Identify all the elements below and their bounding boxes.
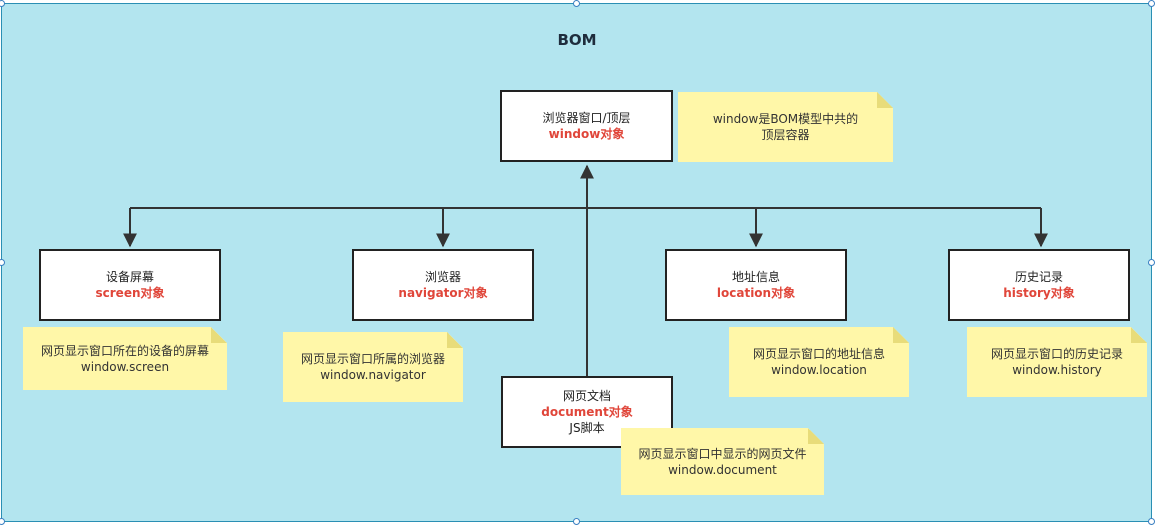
document-note-line1: 网页显示窗口中显示的网页文件 bbox=[638, 446, 807, 461]
resize-handle-top-left[interactable] bbox=[0, 0, 5, 7]
window-box-label: 浏览器窗口/顶层 bbox=[542, 111, 631, 125]
window-object-box[interactable]: 浏览器窗口/顶层 window对象 bbox=[500, 90, 673, 162]
history-note-line1: 网页显示窗口的历史记录 bbox=[990, 347, 1123, 361]
location-note[interactable]: 网页显示窗口的地址信息 window.location bbox=[729, 327, 909, 397]
navigator-note-line1: 网页显示窗口所属的浏览器 bbox=[300, 352, 445, 366]
resize-handle-middle-left[interactable] bbox=[0, 259, 5, 266]
document-box-name: document对象 bbox=[541, 405, 633, 419]
screen-object-box[interactable]: 设备屏幕 screen对象 bbox=[39, 249, 221, 321]
window-note[interactable]: window是BOM模型中共的 顶层容器 bbox=[678, 92, 893, 162]
screen-box-name: screen对象 bbox=[95, 286, 165, 300]
screen-note-line2: window.screen bbox=[80, 359, 170, 374]
document-object-box[interactable]: 网页文档 document对象 JS脚本 bbox=[501, 376, 673, 448]
history-box-name: history对象 bbox=[1003, 286, 1075, 300]
diagram-title: BOM bbox=[557, 31, 597, 49]
navigator-box-name: navigator对象 bbox=[398, 286, 488, 300]
screen-note-line1: 网页显示窗口所在的设备的屏幕 bbox=[40, 343, 209, 358]
document-box-sublabel: JS脚本 bbox=[569, 421, 605, 435]
window-note-line1: window是BOM模型中共的 bbox=[712, 112, 859, 126]
location-object-box[interactable]: 地址信息 location对象 bbox=[665, 249, 847, 321]
screen-note[interactable]: 网页显示窗口所在的设备的屏幕 window.screen bbox=[23, 327, 227, 390]
history-note-line2: window.history bbox=[1012, 363, 1102, 377]
window-box-name: window对象 bbox=[548, 127, 625, 141]
navigator-box-label: 浏览器 bbox=[424, 270, 461, 284]
screen-box-label: 设备屏幕 bbox=[105, 270, 154, 284]
resize-handle-top-center[interactable] bbox=[573, 0, 580, 7]
history-box-label: 历史记录 bbox=[1014, 270, 1063, 284]
location-box-label: 地址信息 bbox=[731, 270, 780, 284]
document-note[interactable]: 网页显示窗口中显示的网页文件 window.document bbox=[621, 428, 824, 495]
location-note-line1: 网页显示窗口的地址信息 bbox=[752, 347, 885, 361]
navigator-note[interactable]: 网页显示窗口所属的浏览器 window.navigator bbox=[283, 332, 463, 402]
history-object-box[interactable]: 历史记录 history对象 bbox=[948, 249, 1130, 321]
document-box-label: 网页文档 bbox=[562, 389, 611, 403]
history-note[interactable]: 网页显示窗口的历史记录 window.history bbox=[967, 327, 1147, 397]
document-note-line2: window.document bbox=[668, 462, 777, 477]
navigator-object-box[interactable]: 浏览器 navigator对象 bbox=[352, 249, 534, 321]
location-box-name: location对象 bbox=[716, 286, 796, 300]
navigator-note-line2: window.navigator bbox=[320, 368, 426, 382]
window-note-line2: 顶层容器 bbox=[761, 128, 810, 142]
location-note-line2: window.location bbox=[771, 363, 867, 377]
